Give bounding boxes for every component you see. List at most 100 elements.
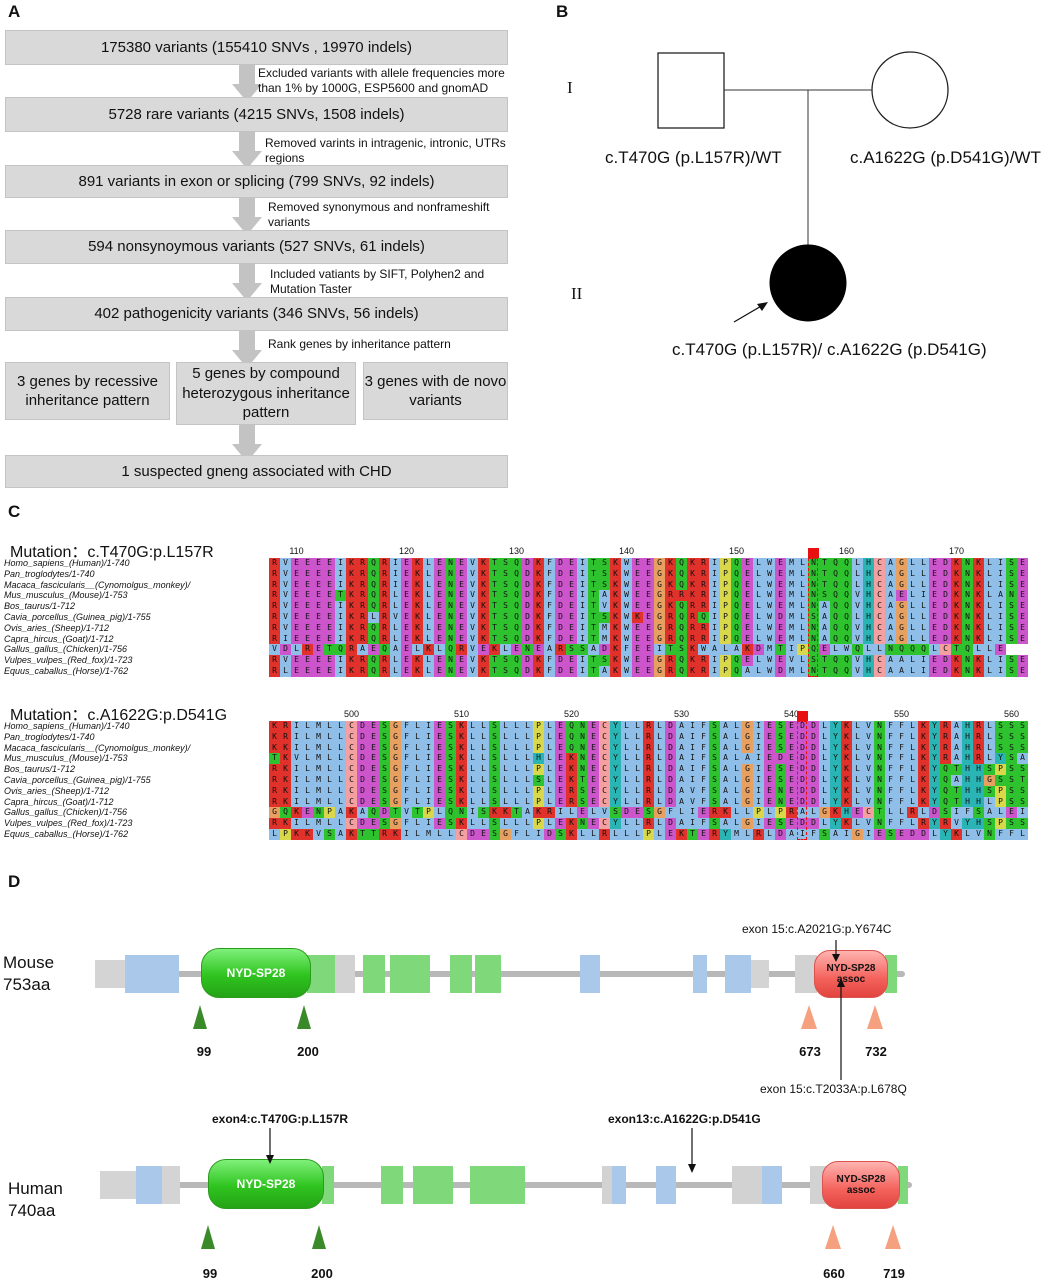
residue: E bbox=[698, 807, 709, 819]
residue: Q bbox=[808, 644, 819, 656]
residue: L bbox=[918, 612, 929, 623]
residue: P bbox=[533, 796, 544, 808]
residue: E bbox=[401, 622, 412, 634]
residue: E bbox=[302, 579, 313, 591]
residue: E bbox=[588, 753, 599, 765]
residue: E bbox=[566, 568, 577, 580]
residue: L bbox=[522, 775, 533, 786]
residue: I bbox=[577, 666, 588, 677]
residue: Q bbox=[830, 568, 841, 580]
residue: E bbox=[368, 721, 379, 732]
residue: C bbox=[346, 753, 357, 765]
residue: R bbox=[687, 612, 698, 623]
residue: S bbox=[1006, 622, 1017, 634]
residue: V bbox=[687, 785, 698, 797]
residue: F bbox=[698, 721, 709, 732]
residue: D bbox=[599, 644, 610, 656]
residue: V bbox=[863, 753, 874, 765]
residue: K bbox=[918, 742, 929, 754]
species-label: Mus_musculus_(Mouse)/1-753 bbox=[4, 753, 128, 764]
residue: I bbox=[709, 666, 720, 677]
residue: L bbox=[654, 742, 665, 754]
residue: L bbox=[731, 753, 742, 765]
residue: Q bbox=[511, 666, 522, 677]
residue: K bbox=[841, 818, 852, 829]
residue: K bbox=[478, 601, 489, 612]
residue: S bbox=[1017, 731, 1028, 743]
residue: K bbox=[456, 818, 467, 829]
residue: E bbox=[632, 590, 643, 602]
residue: N bbox=[962, 601, 973, 612]
tick-label: 520 bbox=[563, 709, 580, 719]
residue: L bbox=[423, 590, 434, 602]
residue: L bbox=[423, 558, 434, 569]
tick-label: 550 bbox=[893, 709, 910, 719]
residue: E bbox=[786, 764, 797, 775]
residue: R bbox=[665, 666, 676, 677]
residue: E bbox=[555, 742, 566, 754]
residue: E bbox=[456, 633, 467, 645]
residue: L bbox=[467, 764, 478, 775]
residue: F bbox=[401, 742, 412, 754]
residue: E bbox=[401, 655, 412, 666]
residue: E bbox=[819, 644, 830, 656]
residue: E bbox=[566, 633, 577, 645]
residue: D bbox=[940, 666, 951, 677]
residue: K bbox=[951, 558, 962, 569]
residue: F bbox=[896, 742, 907, 754]
residue: L bbox=[412, 764, 423, 775]
residue: C bbox=[346, 818, 357, 829]
residue: F bbox=[401, 731, 412, 743]
residue: E bbox=[764, 764, 775, 775]
residue: L bbox=[819, 731, 830, 743]
residue: G bbox=[654, 590, 665, 602]
residue: P bbox=[533, 721, 544, 732]
residue: D bbox=[940, 622, 951, 634]
human-marker-719 bbox=[885, 1225, 901, 1249]
residue: S bbox=[445, 785, 456, 797]
residue: Y bbox=[830, 764, 841, 775]
residue: F bbox=[885, 742, 896, 754]
residue: E bbox=[555, 796, 566, 808]
residue: T bbox=[489, 633, 500, 645]
residue: R bbox=[269, 796, 280, 808]
residue: A bbox=[742, 753, 753, 765]
residue: R bbox=[643, 753, 654, 765]
residue: K bbox=[951, 622, 962, 634]
residue: A bbox=[390, 644, 401, 656]
residue: Q bbox=[511, 655, 522, 666]
residue: G bbox=[654, 807, 665, 819]
species-label: Macaca_fascicularis__(Cynomolgus_monkey)… bbox=[4, 742, 191, 753]
residue: K bbox=[632, 612, 643, 623]
residue: N bbox=[577, 818, 588, 829]
residue: V bbox=[467, 666, 478, 677]
residue: A bbox=[720, 775, 731, 786]
residue: N bbox=[808, 558, 819, 569]
residue: L bbox=[962, 829, 973, 840]
residue: K bbox=[566, 775, 577, 786]
residue: A bbox=[896, 666, 907, 677]
residue: E bbox=[786, 721, 797, 732]
residue: P bbox=[720, 601, 731, 612]
panel-c-label: C bbox=[8, 502, 21, 521]
residue: R bbox=[665, 622, 676, 634]
residue: M bbox=[786, 612, 797, 623]
residue: F bbox=[896, 785, 907, 797]
residue: S bbox=[709, 764, 720, 775]
residue: K bbox=[687, 666, 698, 677]
residue: K bbox=[687, 579, 698, 591]
residue: L bbox=[445, 829, 456, 840]
residue: G bbox=[654, 579, 665, 591]
residue: R bbox=[357, 601, 368, 612]
residue: K bbox=[533, 622, 544, 634]
residue: C bbox=[940, 644, 951, 656]
residue: S bbox=[995, 742, 1006, 754]
residue: Q bbox=[940, 785, 951, 797]
residue: W bbox=[621, 579, 632, 591]
residue: F bbox=[544, 622, 555, 634]
residue: L bbox=[390, 601, 401, 612]
residue: N bbox=[445, 590, 456, 602]
residue: Y bbox=[830, 753, 841, 765]
residue: L bbox=[412, 644, 423, 656]
residue: S bbox=[1006, 655, 1017, 666]
